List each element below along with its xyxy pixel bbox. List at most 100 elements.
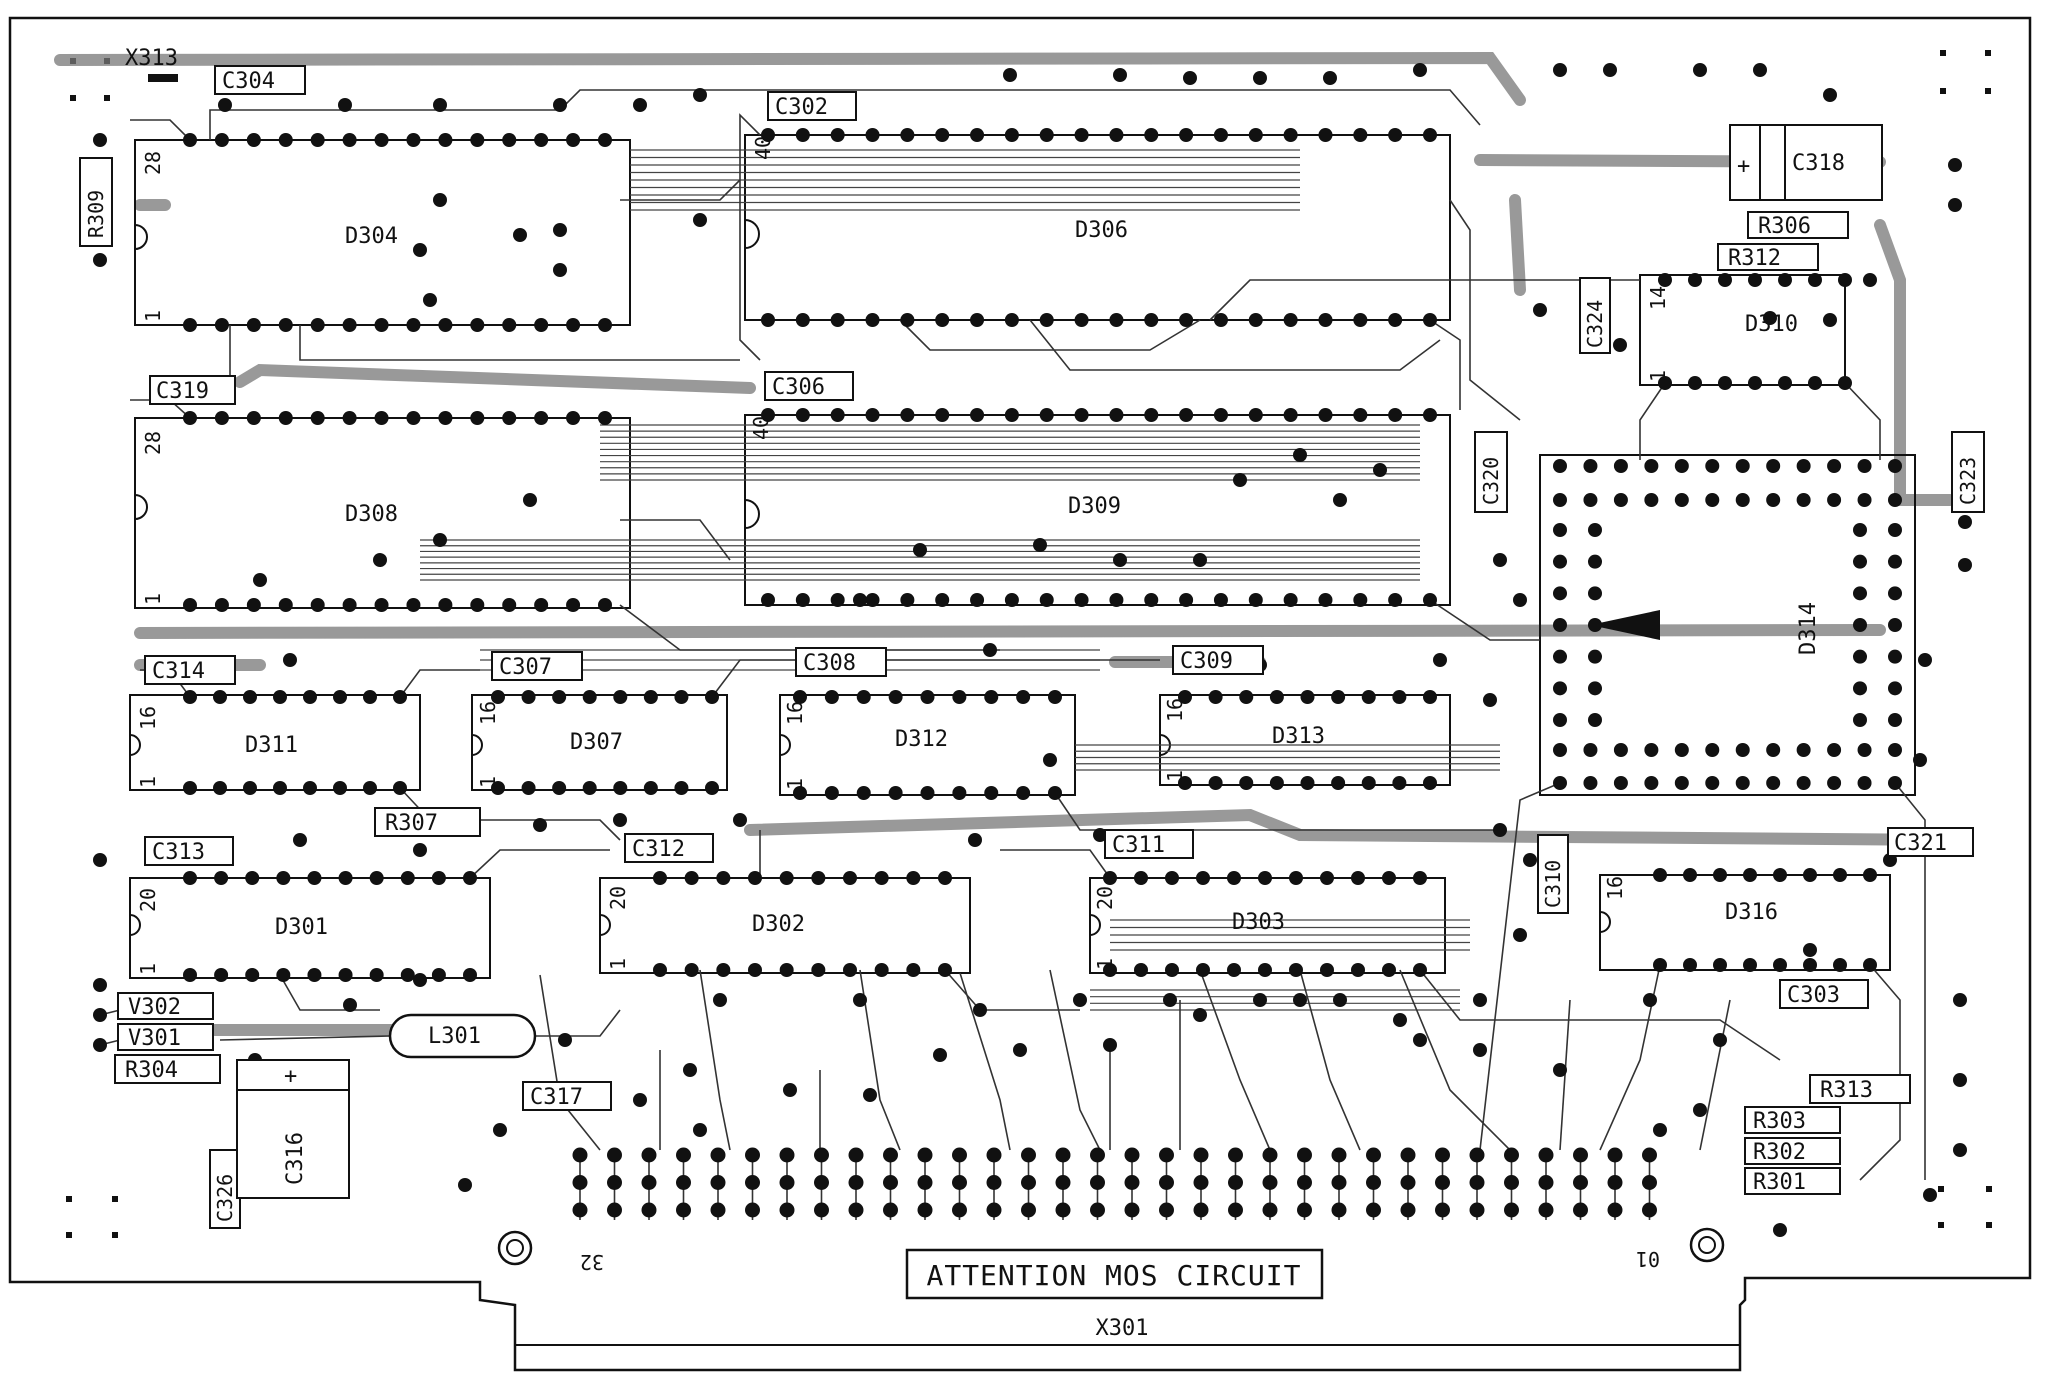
solder-pad bbox=[865, 313, 880, 327]
solder-pad bbox=[984, 690, 999, 704]
solder-pad bbox=[1948, 198, 1962, 212]
solder-pad bbox=[463, 871, 477, 885]
solder-pad bbox=[1713, 868, 1727, 882]
chip-label: D308 bbox=[345, 502, 398, 527]
solder-pad bbox=[863, 1088, 877, 1102]
trace bbox=[299, 325, 740, 361]
solder-pad bbox=[830, 128, 845, 142]
solder-pad bbox=[710, 1175, 726, 1190]
solder-pad bbox=[1039, 128, 1054, 142]
solder-pad bbox=[1090, 1175, 1105, 1190]
solder-pad bbox=[684, 963, 699, 977]
solder-pad bbox=[470, 411, 485, 425]
solder-pad bbox=[1193, 553, 1207, 567]
solder-pad bbox=[1643, 993, 1657, 1007]
connector-pin-32: 32 bbox=[580, 1250, 604, 1274]
solder-pad bbox=[900, 593, 915, 607]
trace bbox=[739, 113, 761, 361]
trace bbox=[859, 969, 901, 1151]
solder-pad bbox=[935, 313, 950, 327]
solder-pad bbox=[363, 781, 377, 795]
trace bbox=[130, 119, 191, 141]
solder-pad bbox=[246, 598, 261, 612]
capacitor-label: C312 bbox=[632, 837, 685, 862]
solder-pad bbox=[1423, 128, 1437, 142]
solder-pad bbox=[413, 843, 427, 857]
solder-pad bbox=[811, 963, 826, 977]
solder-pad bbox=[1269, 690, 1284, 704]
solder-pad bbox=[1392, 690, 1407, 704]
solder-pad bbox=[1469, 1175, 1485, 1190]
solder-pad bbox=[1297, 1147, 1312, 1163]
capacitor-label: C313 bbox=[152, 840, 205, 865]
solder-pad bbox=[1388, 408, 1403, 422]
solder-pad bbox=[683, 1063, 697, 1077]
trace bbox=[219, 1035, 391, 1041]
solder-pad bbox=[984, 786, 999, 800]
other-part-labels: V302 V301 L301 bbox=[117, 992, 537, 1059]
solder-pad bbox=[1469, 1147, 1485, 1163]
solder-pad bbox=[900, 313, 915, 327]
solder-pad bbox=[745, 1202, 760, 1218]
solder-pad bbox=[333, 690, 347, 704]
solder-pad bbox=[598, 133, 612, 147]
solder-pad bbox=[1179, 128, 1194, 142]
trace bbox=[1639, 382, 1666, 460]
solder-pad bbox=[1039, 408, 1054, 422]
solder-pad bbox=[1735, 743, 1750, 757]
solder-pad bbox=[643, 690, 658, 704]
pin-label: 16 bbox=[1163, 698, 1187, 722]
trace bbox=[399, 669, 480, 698]
solder-pad bbox=[986, 1202, 1002, 1218]
solder-pad bbox=[1613, 493, 1628, 507]
solder-pad bbox=[1193, 1202, 1209, 1218]
solder-pad bbox=[1039, 313, 1054, 327]
solder-pad bbox=[1504, 1202, 1519, 1218]
solder-pad bbox=[986, 1147, 1002, 1163]
solder-pad bbox=[1713, 958, 1727, 972]
solder-pad bbox=[1658, 273, 1672, 287]
solder-pad bbox=[1553, 586, 1567, 601]
solder-pad bbox=[1113, 553, 1127, 567]
solder-pad bbox=[1827, 776, 1842, 790]
solder-pad bbox=[973, 1003, 987, 1017]
capacitor-label: C302 bbox=[775, 95, 828, 120]
trace bbox=[209, 89, 1481, 140]
solder-pad bbox=[906, 963, 921, 977]
solder-pad bbox=[214, 871, 229, 885]
solder-pad bbox=[470, 133, 485, 147]
solder-pad bbox=[1808, 376, 1822, 390]
solder-pad bbox=[748, 871, 762, 885]
solder-pad bbox=[865, 408, 880, 422]
solder-pad bbox=[438, 318, 453, 332]
solder-pad bbox=[1838, 273, 1852, 287]
solder-pad bbox=[952, 1147, 967, 1163]
solder-pad bbox=[1613, 776, 1628, 790]
solder-pad bbox=[214, 968, 229, 982]
solder-pad bbox=[1239, 690, 1254, 704]
solder-pad bbox=[1588, 586, 1602, 601]
solder-pad bbox=[793, 690, 807, 704]
solder-pad bbox=[1603, 63, 1617, 77]
solder-pad bbox=[641, 1175, 657, 1190]
solder-pad bbox=[1016, 690, 1031, 704]
capacitor-label: C311 bbox=[1112, 833, 1165, 858]
solder-pad bbox=[1144, 128, 1159, 142]
solder-pad bbox=[693, 213, 707, 227]
trace bbox=[1199, 969, 1271, 1151]
solder-pad bbox=[1159, 1147, 1174, 1163]
capacitor-label: C317 bbox=[530, 1085, 583, 1110]
solder-pad bbox=[1103, 963, 1117, 977]
solder-pad bbox=[214, 411, 229, 425]
solder-pad bbox=[1400, 1175, 1416, 1190]
solder-pad bbox=[1644, 493, 1659, 507]
solder-pad bbox=[1583, 493, 1598, 507]
solder-pad bbox=[1331, 1202, 1347, 1218]
solder-pad bbox=[1103, 1038, 1117, 1052]
solder-pad bbox=[1653, 1123, 1667, 1137]
solder-pad bbox=[1504, 1175, 1519, 1190]
solder-pad bbox=[572, 1147, 588, 1163]
solder-pad bbox=[779, 1147, 795, 1163]
solder-pad bbox=[952, 690, 967, 704]
solder-pad bbox=[705, 781, 719, 795]
